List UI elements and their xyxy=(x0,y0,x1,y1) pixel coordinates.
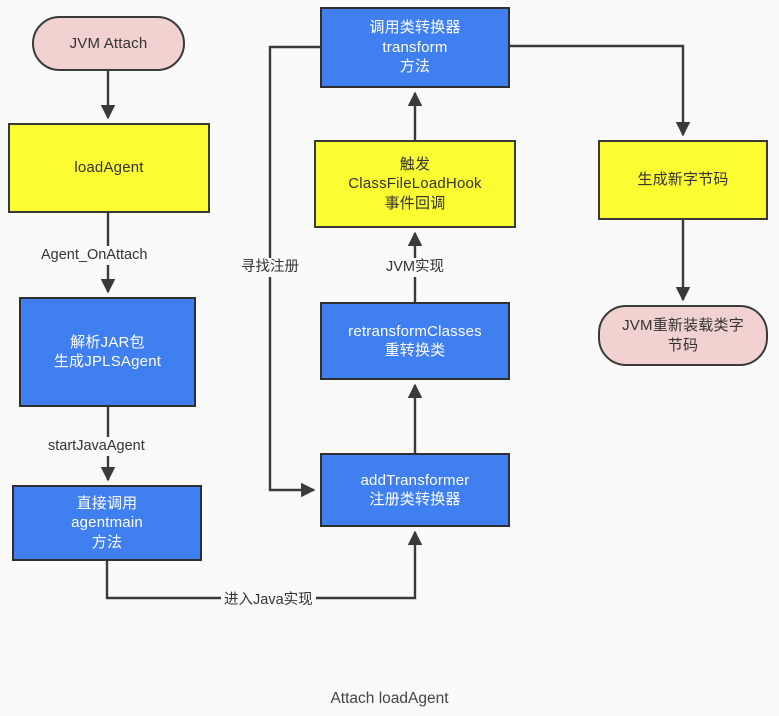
node-agentmain[interactable]: 直接调用 agentmain 方法 xyxy=(12,485,202,561)
node-label: retransformClasses 重转换类 xyxy=(348,322,482,360)
node-label: 解析JAR包 生成JPLSAgent xyxy=(53,333,162,371)
node-parse-jar[interactable]: 解析JAR包 生成JPLSAgent xyxy=(19,297,196,407)
node-label: JVM重新装载类字 节码 xyxy=(622,317,744,354)
edge-label-agent-onattach: Agent_OnAttach xyxy=(38,246,151,265)
node-jvm-attach[interactable]: JVM Attach xyxy=(32,16,185,71)
edge-label-find-register: 寻找注册 xyxy=(238,258,302,277)
node-add-transformer[interactable]: addTransformer 注册类转换器 xyxy=(320,453,510,527)
edge-label-enter-java: 进入Java实现 xyxy=(221,591,316,610)
diagram-caption: Attach loadAgent xyxy=(330,690,449,707)
edge-label-jvm-impl: JVM实现 xyxy=(383,258,447,277)
node-label: 调用类转换器 transform 方法 xyxy=(369,19,461,76)
node-label: 直接调用 agentmain 方法 xyxy=(71,494,143,551)
node-jvm-reload[interactable]: JVM重新装载类字 节码 xyxy=(598,305,768,366)
node-classfileloadhook[interactable]: 触发 ClassFileLoadHook 事件回调 xyxy=(314,140,516,228)
node-label: 触发 ClassFileLoadHook 事件回调 xyxy=(348,155,482,212)
edge-transform-to-gen-bytecode xyxy=(510,44,691,137)
node-label: 生成新字节码 xyxy=(637,171,729,189)
node-label: JVM Attach xyxy=(69,34,148,52)
node-transform[interactable]: 调用类转换器 transform 方法 xyxy=(320,7,510,88)
node-label: addTransformer 注册类转换器 xyxy=(360,471,470,509)
node-gen-bytecode[interactable]: 生成新字节码 xyxy=(598,140,768,220)
edge-label-startjavaagent: startJavaAgent xyxy=(45,437,148,456)
node-retransform-classes[interactable]: retransformClasses 重转换类 xyxy=(320,302,510,380)
node-load-agent[interactable]: loadAgent xyxy=(8,123,210,213)
node-label: loadAgent xyxy=(74,159,144,177)
